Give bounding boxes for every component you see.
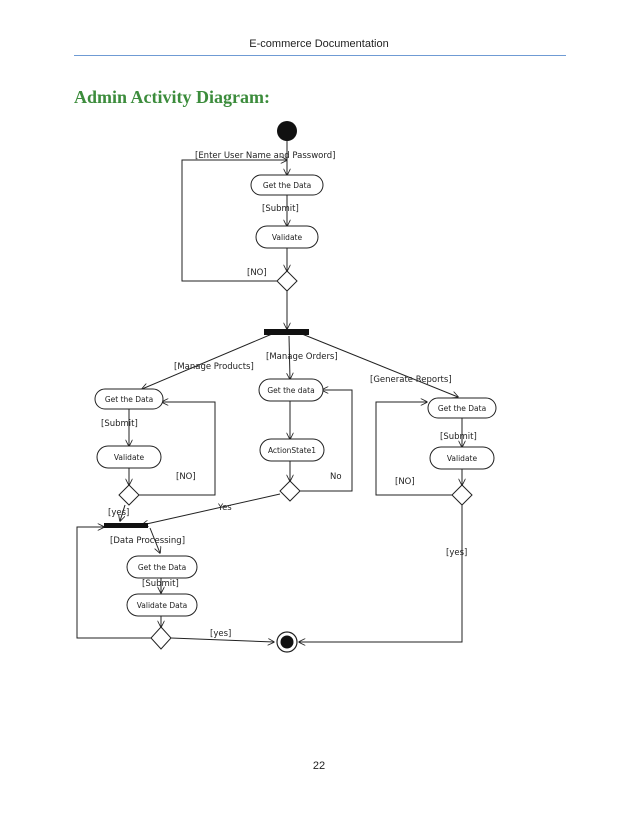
action-validate-data [126,593,198,617]
edge-fork-reports [301,333,458,397]
edge-orders-no-loop [300,390,353,492]
guard-no-products: [NO] [176,472,196,482]
initial-node [277,121,297,141]
edge-reports-no-loop [375,402,452,496]
guard-enter-credentials: [Enter User Name and Password] [195,151,335,161]
guard-generate-reports: [Generate Reports] [370,375,452,385]
guard-submit-processing: [Submit] [142,579,179,589]
final-node-core [280,635,294,649]
guard-manage-orders: [Manage Orders] [266,352,338,362]
guard-data-processing: [Data Processing] [110,536,185,546]
guard-yes-final: [yes] [210,629,231,639]
edge-fork-products [142,333,273,389]
label-validate-reports: Validate [447,454,478,463]
label-get-data-reports: Get the Data [438,404,486,413]
label-validate-products: Validate [114,453,145,462]
decision-login [276,270,298,292]
edge-join-processing [149,527,160,553]
edge-processing-yes-end [170,637,274,642]
action-get-data-reports [427,397,497,419]
page-header: E-commerce Documentation [249,38,389,50]
label-validate-login: Validate [272,233,303,242]
guard-no-login: [NO] [247,268,267,278]
guard-submit-products: [Submit] [101,419,138,429]
action-validate-reports [429,446,495,470]
label-get-data-orders: Get the data [267,386,314,395]
guard-no-orders: No [330,472,342,482]
decision-processing [150,626,172,650]
header-rule [74,55,566,56]
page-number: 22 [312,760,326,772]
guard-no-reports: [NO] [395,477,415,487]
action-get-data-processing [126,555,198,579]
label-get-data-products: Get the Data [105,395,153,404]
guard-manage-products: [Manage Products] [174,362,254,372]
action-validate-login [255,225,319,249]
decision-products [118,484,140,506]
label-validate-data: Validate Data [137,601,188,610]
edge-products-yes-join [120,504,126,521]
action-get-data-products [94,388,164,410]
action-validate-products [96,445,162,469]
join-bar [104,523,148,528]
edge-no-loop [181,160,287,282]
guard-yes-products: [yes] [108,508,129,518]
guard-submit-login: [Submit] [262,204,299,214]
label-get-data-processing: Get the Data [138,563,186,572]
section-title: Admin Activity Diagram: [74,87,270,107]
label-action-state-1: ActionState1 [268,446,316,455]
decision-reports [451,484,473,506]
guard-submit-reports: [Submit] [440,432,477,442]
fork-bar [264,329,309,335]
decision-orders [279,480,301,502]
edge-processing-loop [76,527,151,639]
edge-products-no-loop [139,402,216,496]
action-state-1 [259,438,325,462]
edge-orders-yes-join [142,493,281,525]
guard-yes-orders: Yes [217,503,232,513]
label-get-data-login: Get the Data [263,181,311,190]
edge-reports-yes-end [299,505,463,642]
guard-yes-reports: [yes] [446,548,467,558]
edge-fork-orders [289,335,290,379]
action-get-data-orders [258,378,324,402]
action-get-data-login [250,174,324,196]
